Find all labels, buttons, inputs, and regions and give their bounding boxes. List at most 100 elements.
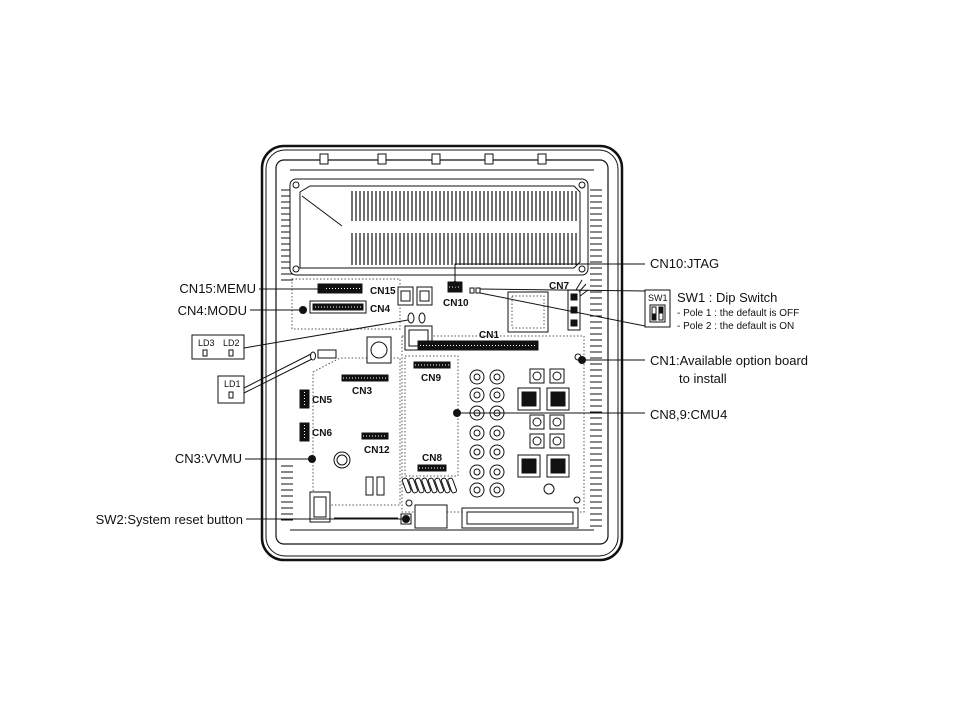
small-component-center — [552, 371, 562, 381]
resistor-array-element — [421, 477, 432, 494]
capacitor-center — [493, 486, 501, 494]
resistor — [365, 476, 374, 496]
mounting-hole — [573, 496, 581, 504]
ld1-leader — [243, 358, 313, 394]
ld1-label: LD1 — [224, 379, 241, 389]
ld3-label: LD3 — [198, 338, 215, 348]
capacitor-center — [493, 429, 501, 437]
vent-housing — [289, 178, 589, 276]
cn7-pin — [570, 319, 578, 327]
cn10-leader-dot — [452, 281, 458, 287]
capacitor-center — [493, 448, 501, 456]
cn7-pin — [570, 306, 578, 314]
ld2-symbol — [228, 349, 234, 357]
resistor-array-element — [447, 477, 458, 494]
small-component-center — [552, 417, 562, 427]
capacitor-large-inner — [336, 454, 348, 466]
ld3-ld2-leader — [243, 319, 409, 349]
sw1-leader — [479, 292, 646, 327]
cn4-leader-dot — [299, 306, 307, 314]
screw-hole — [578, 265, 586, 273]
board-components: CN15 CN4 CN10 CN7 — [299, 279, 589, 529]
led-inset-ld3-ld2: LD3 LD2 — [191, 334, 245, 360]
cn15-board-label: CN15 — [370, 286, 396, 297]
small-component-center — [532, 436, 542, 446]
ld3-led — [407, 312, 415, 324]
capacitor-center — [493, 373, 501, 381]
small-component-center — [552, 436, 562, 446]
sw1-leader — [479, 288, 646, 292]
cn3-leader-dot — [308, 455, 316, 463]
vvmu-board-area — [312, 357, 401, 506]
top-clip — [484, 153, 494, 165]
capacitor-center — [473, 468, 481, 476]
capacitor-center — [493, 391, 501, 399]
small-parts — [529, 368, 565, 449]
ld2-label: LD2 — [223, 338, 240, 348]
cn1-callout-line2: to install — [679, 371, 727, 386]
cn7-pin — [570, 293, 578, 301]
cn10-callout: CN10:JTAG — [650, 256, 719, 271]
cn6-board-label: CN6 — [312, 428, 332, 439]
top-clip — [319, 153, 329, 165]
small-component-center — [532, 371, 542, 381]
sw1-callout-pole2: - Pole 2 : the default is ON — [677, 321, 794, 332]
vent-slots — [351, 191, 577, 265]
cn1-callout-line1: CN1:Available option board — [650, 353, 808, 368]
cn9-board-label: CN9 — [421, 373, 441, 384]
cn10-leader — [454, 263, 645, 284]
power-connector-core — [313, 496, 327, 518]
cn89-callout: CN8,9:CMU4 — [650, 407, 727, 422]
ld3-symbol — [202, 349, 208, 357]
bottom-connector-slot — [466, 511, 574, 525]
ic-chip-core — [550, 391, 566, 407]
mounting-hole — [405, 499, 413, 507]
capacitor-grid — [469, 369, 505, 498]
dip-switch-pole-1-lever — [651, 313, 657, 321]
cn12-board-label: CN12 — [364, 445, 390, 456]
cn15-leader-dot — [318, 285, 326, 293]
cn3-callout: CN3:VVMU — [175, 451, 242, 466]
cn10-board-label: CN10 — [443, 298, 469, 309]
screw-hole — [292, 181, 300, 189]
capacitor-center — [473, 373, 481, 381]
ic-chip-core — [550, 458, 566, 474]
relay-core — [419, 290, 430, 302]
sw2-callout: SW2:System reset button — [96, 512, 243, 527]
screw-hole — [292, 265, 300, 273]
sw1-inset-label: SW1 — [648, 293, 668, 303]
cn4-connector-core — [312, 303, 364, 311]
relay-core — [400, 290, 411, 302]
cn1-leader-dot — [578, 356, 586, 364]
cn8-board-label: CN8 — [422, 453, 442, 464]
top-clip — [377, 153, 387, 165]
cn1-board-label: CN1 — [479, 330, 499, 341]
sw1-dip-switch — [469, 287, 475, 294]
capacitor-center — [473, 486, 481, 494]
resistor-array-element — [440, 477, 451, 494]
cn7-board-label: CN7 — [549, 281, 569, 292]
processor-chip — [507, 291, 549, 333]
callout-labels: CN15:MEMU CN4:MODU CN3:VVMU SW2:System r… — [96, 256, 808, 527]
sw1-callout-pole1: - Pole 1 : the default is OFF — [677, 308, 799, 319]
capacitor-center — [473, 448, 481, 456]
top-clip — [431, 153, 441, 165]
button-cap — [370, 341, 388, 359]
mounting-hole — [543, 483, 555, 495]
ld1-part — [317, 349, 337, 359]
small-component-center — [532, 417, 542, 427]
sw1-inset: SW1 — [644, 289, 671, 328]
resistor-array — [401, 477, 458, 494]
enclosure-rim — [265, 149, 619, 557]
resistor-array-element — [427, 477, 438, 494]
cn4-board-label: CN4 — [370, 304, 390, 315]
sw2-leader-dot — [402, 515, 410, 523]
bottom-block — [414, 504, 448, 529]
ic-chip-core — [521, 391, 537, 407]
cn5-board-label: CN5 — [312, 395, 332, 406]
ld1-symbol — [228, 391, 234, 399]
ld2-led — [418, 312, 426, 324]
top-clip — [537, 153, 547, 165]
resistor-array-element — [414, 477, 425, 494]
